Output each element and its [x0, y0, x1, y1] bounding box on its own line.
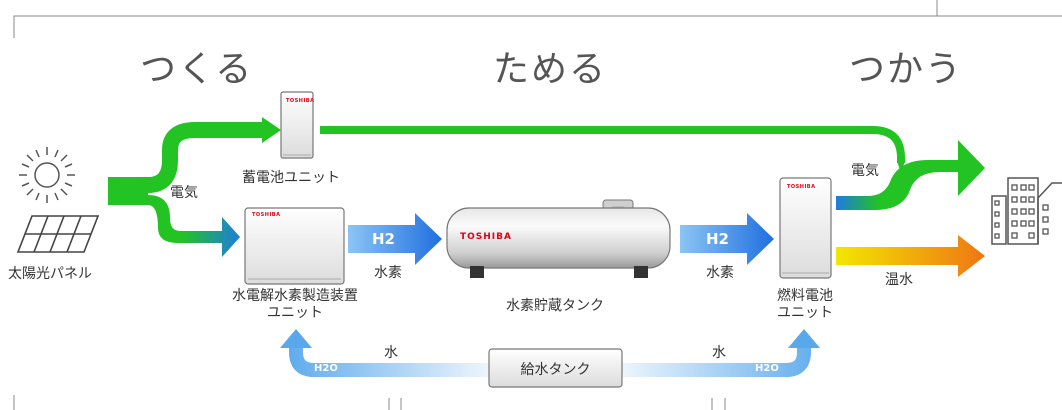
- electricity-label-right: 電気: [851, 163, 879, 179]
- fuel-cell-unit-icon: [779, 177, 832, 279]
- hydrogen-symbol-left: H2: [372, 230, 395, 248]
- hydrogen-label-left: 水素: [374, 265, 402, 281]
- electrolyzer-unit-icon: [244, 207, 345, 285]
- sun-icon: [19, 147, 75, 203]
- fuel-cell-brand-logo: TOSHIBA: [787, 184, 816, 190]
- hot-water-arrow: [836, 235, 985, 277]
- hot-water-label: 温水: [885, 272, 913, 288]
- buildings-icon: [991, 177, 1062, 245]
- electrolyzer-brand-logo: TOSHIBA: [252, 212, 281, 218]
- hydrogen-tank-label: 水素貯蔵タンク: [506, 298, 604, 314]
- water-label-right: 水: [712, 345, 726, 361]
- water-label-left: 水: [384, 345, 398, 361]
- solar-panel-label: 太陽光パネル: [8, 266, 92, 282]
- h2o-label-right: H2O: [755, 363, 779, 374]
- electrolyzer-label: 水電解水素製造装置 ユニット: [210, 288, 380, 322]
- solar-panel-icon: [16, 215, 100, 253]
- water-loop-arrows: [280, 329, 820, 377]
- water-tank-icon: [488, 348, 623, 388]
- stage-heading-use: つかう: [849, 49, 964, 90]
- stage-heading-store: ためる: [493, 49, 608, 90]
- fuel-cell-electricity-arrow: [836, 140, 985, 210]
- water-tank-label: 給水タンク: [520, 362, 591, 378]
- tank-brand-logo: TOSHIBA: [460, 232, 512, 242]
- electrolyzer-label-line1: 水電解水素製造装置: [232, 288, 358, 304]
- electricity-label-left: 電気: [170, 185, 198, 201]
- stage-heading-make: つくる: [140, 49, 254, 90]
- h2o-label-left: H2O: [314, 363, 338, 374]
- hydrogen-arrows: [348, 213, 774, 265]
- electricity-to-electrolyzer-arrow: [108, 180, 240, 257]
- electrolyzer-label-line2: ユニット: [267, 305, 323, 321]
- hydrogen-tank-icon: [446, 199, 671, 278]
- hydrogen-label-right: 水素: [706, 265, 734, 281]
- battery-brand-logo: TOSHIBA: [286, 98, 315, 104]
- battery-unit-label: 蓄電池ユニット: [242, 170, 340, 186]
- frame-lines: [13, 0, 1062, 410]
- hydrogen-symbol-right: H2: [706, 230, 729, 248]
- electricity-main-arrow: [108, 117, 905, 193]
- battery-unit-icon: [280, 91, 314, 159]
- fuel-cell-label-line2: ユニット: [777, 305, 833, 321]
- fuel-cell-label: 燃料電池 ユニット: [765, 288, 845, 322]
- fuel-cell-label-line1: 燃料電池: [777, 288, 833, 304]
